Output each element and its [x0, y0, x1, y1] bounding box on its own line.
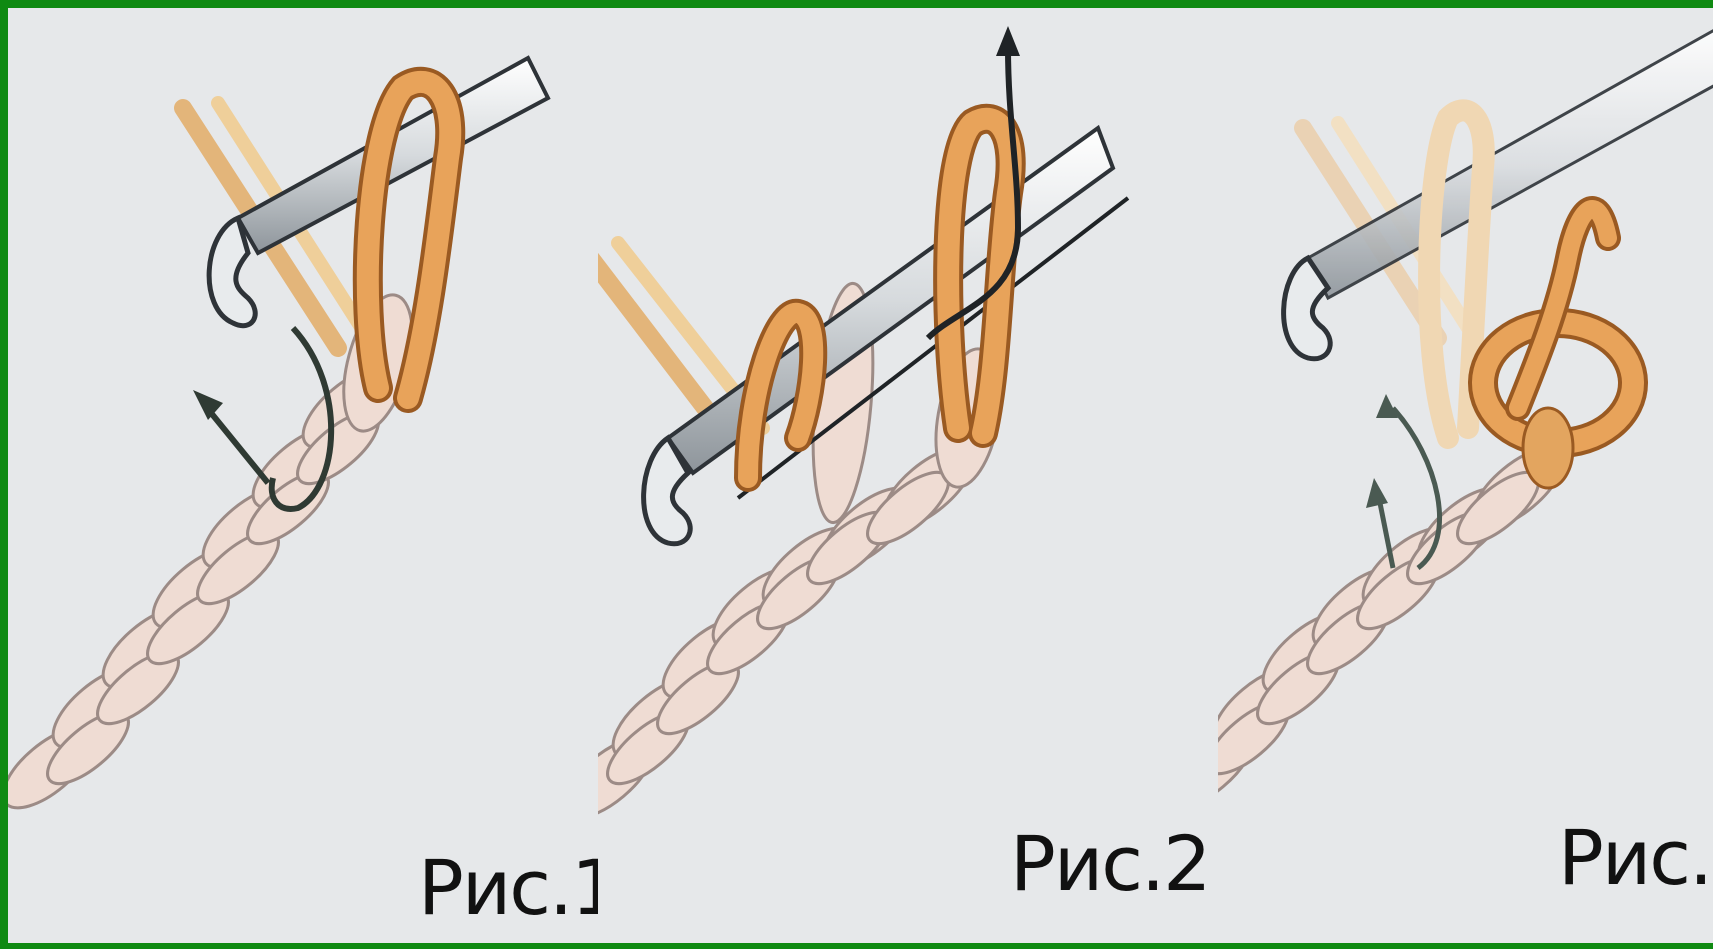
panel-label-3: Рис.3 — [1558, 820, 1713, 896]
panel-step-2: Рис.2 — [598, 8, 1218, 943]
crochet-hook — [644, 128, 1128, 544]
panel-2-illustration — [598, 8, 1218, 943]
panel-label-1: Рис.1 — [418, 850, 598, 926]
panel-3-illustration — [1218, 8, 1713, 943]
crochet-steps-strip: Рис.1 — [8, 8, 1713, 943]
panel-step-1: Рис.1 — [8, 8, 598, 943]
panel-1-illustration — [8, 8, 598, 943]
panel-step-3: Рис.3 — [1218, 8, 1713, 943]
chain-stitches — [1218, 434, 1576, 821]
panel-label-2: Рис.2 — [1010, 826, 1210, 902]
